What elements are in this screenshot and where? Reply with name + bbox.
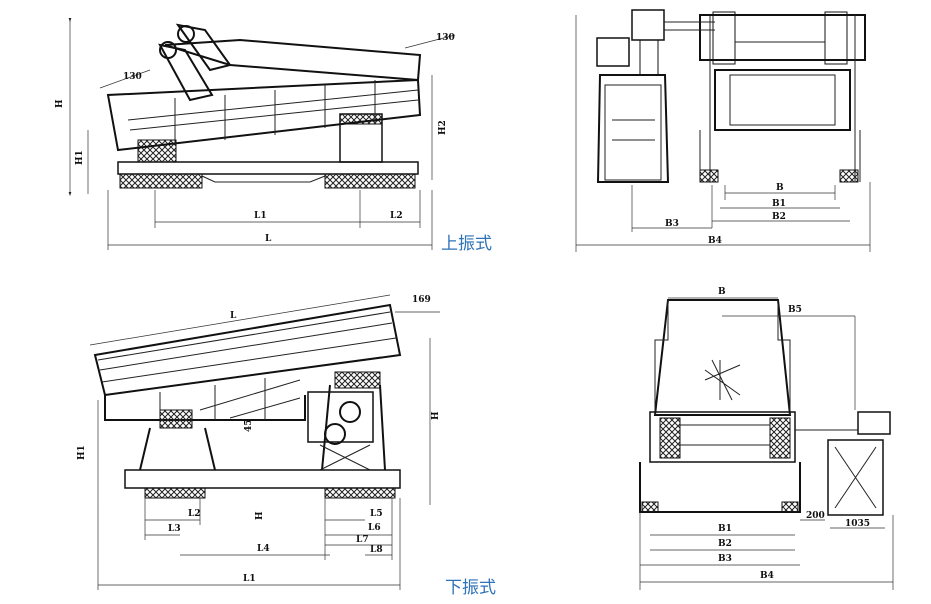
label-l7: L7 [356, 535, 369, 545]
label-h-small: H [255, 511, 265, 520]
label-b4: B4 [760, 571, 774, 581]
label-l1: L1 [243, 574, 256, 584]
label-b5: B5 [788, 305, 802, 315]
label-h1: H1 [77, 445, 87, 460]
caption-bottom: 下振式 [445, 578, 496, 598]
label-l6: L6 [368, 523, 381, 533]
label-angle-top: 130 [436, 33, 455, 43]
label-l8: L8 [370, 545, 383, 555]
label-l5: L5 [370, 509, 383, 519]
top-side-view: H H1 H2 L1 L2 L 130 130 [55, 17, 456, 250]
label-c1: 200 [806, 511, 825, 521]
base-beam [117, 161, 419, 175]
label-b1: B1 [718, 524, 732, 534]
label-l1: L1 [254, 211, 267, 221]
label-b3: B3 [718, 554, 732, 564]
bottom-end-view: B B5 B1 B2 B3 B4 200 1035 [639, 287, 894, 590]
label-b3: B3 [665, 219, 679, 229]
label-b2: B2 [772, 212, 786, 222]
label-angle-left: 130 [123, 72, 142, 82]
label-l2: L2 [188, 509, 201, 519]
label-b: B [718, 287, 726, 297]
label-b: B [776, 183, 784, 193]
label-h: H [55, 99, 65, 108]
label-l4: L4 [257, 544, 270, 554]
label-ang-mid: 45 [244, 419, 254, 432]
label-b4: B4 [708, 236, 722, 246]
label-h2: H2 [438, 120, 448, 135]
label-b1: B1 [772, 199, 786, 209]
label-h: H [431, 411, 441, 420]
label-angle: 169 [412, 295, 431, 305]
label-l: L [265, 234, 272, 244]
caption-top: 上振式 [441, 234, 492, 254]
top-end-view: B B1 B2 B3 B4 [575, 9, 871, 252]
label-b2: B2 [718, 539, 732, 549]
label-c2: 1035 [845, 519, 870, 529]
bottom-side-view: L 169 H H1 L2 L3 L4 L5 L6 L7 L8 L1 H 45 [77, 294, 441, 590]
label-top-len: L [230, 311, 237, 321]
label-l2: L2 [390, 211, 403, 221]
label-h1: H1 [75, 150, 85, 165]
label-l3: L3 [168, 524, 181, 534]
